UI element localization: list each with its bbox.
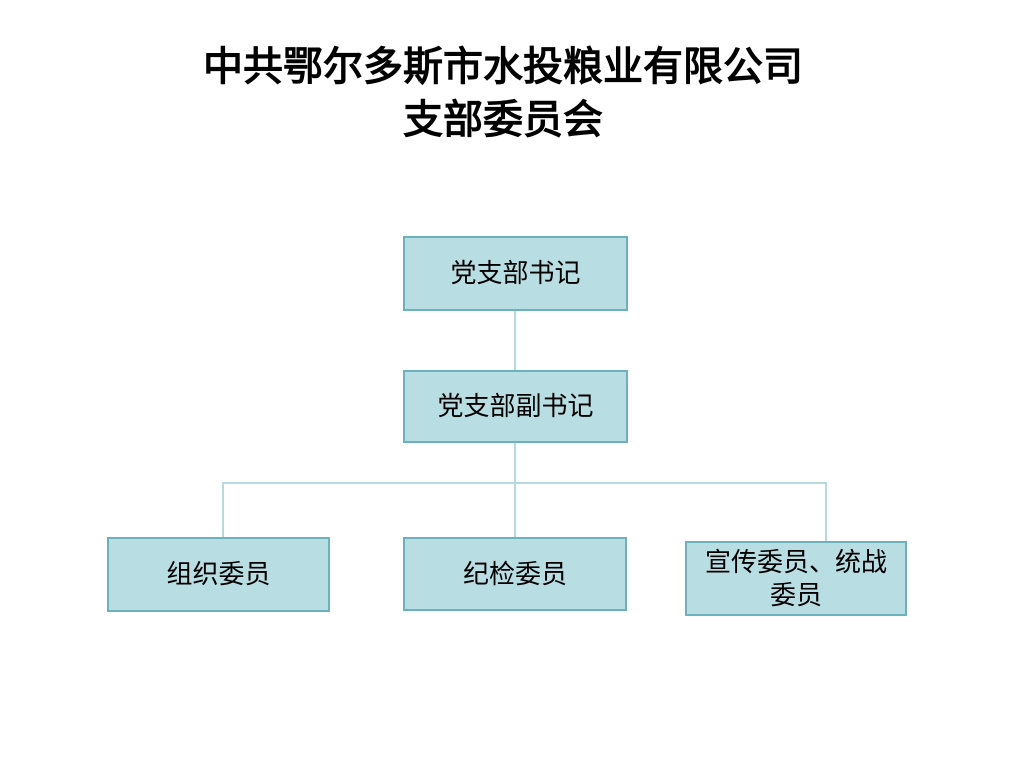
org-node-party-branch-deputy-secretary: 党支部副书记 bbox=[403, 370, 628, 443]
connector-rail-to-propaganda bbox=[825, 482, 827, 541]
connector-deputy-to-discipline bbox=[514, 443, 516, 537]
org-node-propaganda-united-front-committee-member: 宣传委员、统战委员 bbox=[685, 541, 907, 616]
org-node-discipline-inspection-committee-member: 纪检委员 bbox=[403, 537, 627, 611]
org-node-label: 组织委员 bbox=[166, 560, 271, 589]
org-node-party-branch-secretary: 党支部书记 bbox=[403, 236, 628, 311]
connector-secretary-to-deputy bbox=[514, 311, 516, 370]
connector-horizontal-rail bbox=[222, 482, 827, 484]
connector-rail-to-organization bbox=[222, 482, 224, 537]
org-node-label: 党支部副书记 bbox=[437, 392, 594, 421]
slide-title-line1: 中共鄂尔多斯市水投粮业有限公司 bbox=[203, 44, 803, 89]
org-node-label: 纪检委员 bbox=[462, 559, 567, 589]
org-node-organization-committee-member: 组织委员 bbox=[107, 537, 330, 612]
org-node-label: 宣传委员、统战委员 bbox=[704, 547, 887, 610]
slide-title-line2: 支部委员会 bbox=[403, 97, 603, 142]
org-node-label: 党支部书记 bbox=[450, 259, 581, 288]
slide-title: 中共鄂尔多斯市水投粮业有限公司 支部委员会 bbox=[0, 40, 1006, 146]
